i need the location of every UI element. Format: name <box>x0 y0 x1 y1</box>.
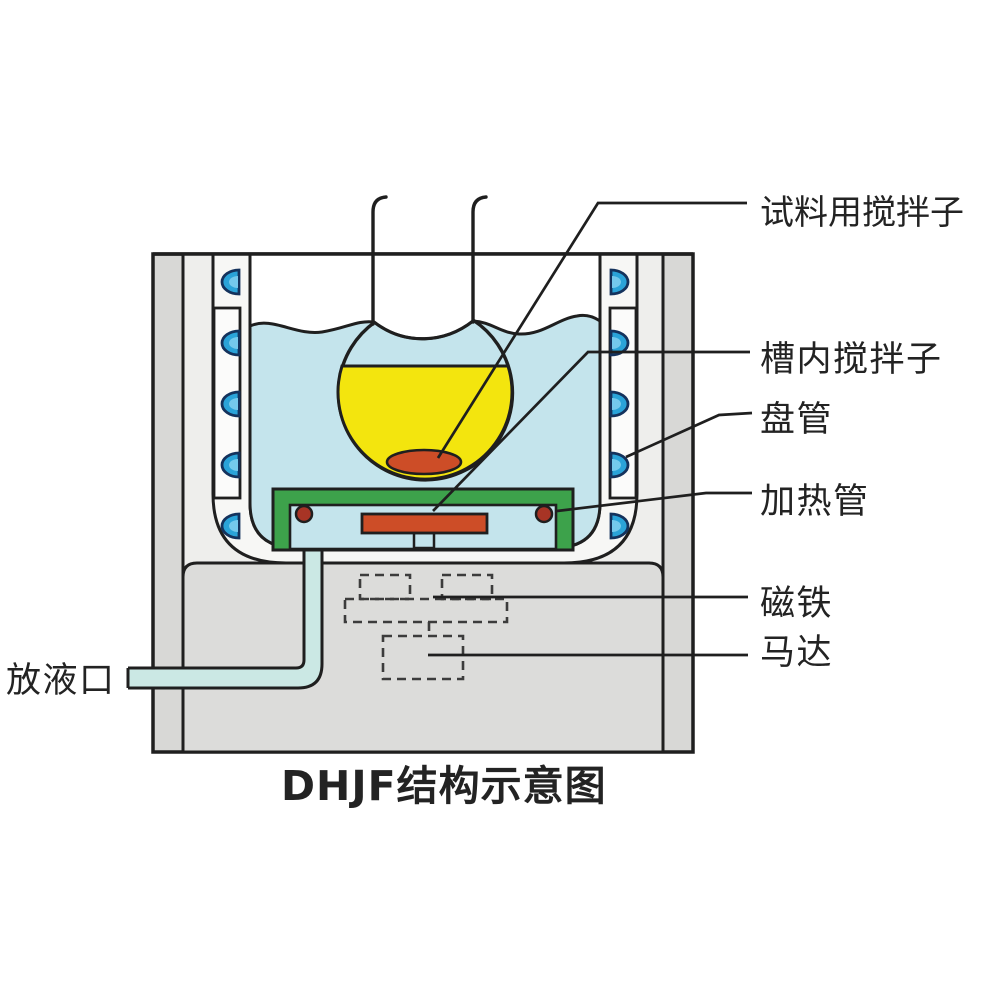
drain-pipe <box>126 546 324 690</box>
heating-tube-right <box>534 504 554 524</box>
flask-liquid <box>336 364 514 481</box>
label-tank-stirrer: 槽内搅拌子 <box>760 340 943 380</box>
label-coil: 盘管 <box>760 400 833 440</box>
coil-right-highlights <box>612 276 621 532</box>
label-motor: 马达 <box>760 633 833 673</box>
coil-right <box>609 268 630 540</box>
stirrer-pedestal <box>412 531 436 550</box>
label-magnet: 磁铁 <box>760 584 833 624</box>
tank-stirrer-bar <box>360 512 489 535</box>
leader-tank-stirrer <box>432 350 750 512</box>
leader-heater <box>556 491 752 513</box>
magnet-rotor <box>343 597 509 624</box>
coil-left-highlights <box>229 276 238 532</box>
leader-lines <box>428 201 753 657</box>
flask-neck-right <box>471 195 488 324</box>
flask-neck-left <box>371 195 388 326</box>
label-heater: 加热管 <box>760 482 870 522</box>
label-drain: 放液口 <box>6 661 116 701</box>
flask-mouth-surface <box>373 319 474 341</box>
label-sample-stirrer: 试料用搅拌子 <box>760 193 964 233</box>
leader-sample-stirrer <box>436 201 747 459</box>
heating-tube-left <box>294 504 314 524</box>
magnet-motor-assembly <box>343 573 509 681</box>
leader-coil <box>625 411 753 459</box>
machine-compartment <box>181 561 665 754</box>
sample-stirrer-bar <box>385 448 463 476</box>
magnet-bar-left <box>358 573 412 601</box>
diagram-title: DHJF结构示意图 <box>281 762 607 810</box>
